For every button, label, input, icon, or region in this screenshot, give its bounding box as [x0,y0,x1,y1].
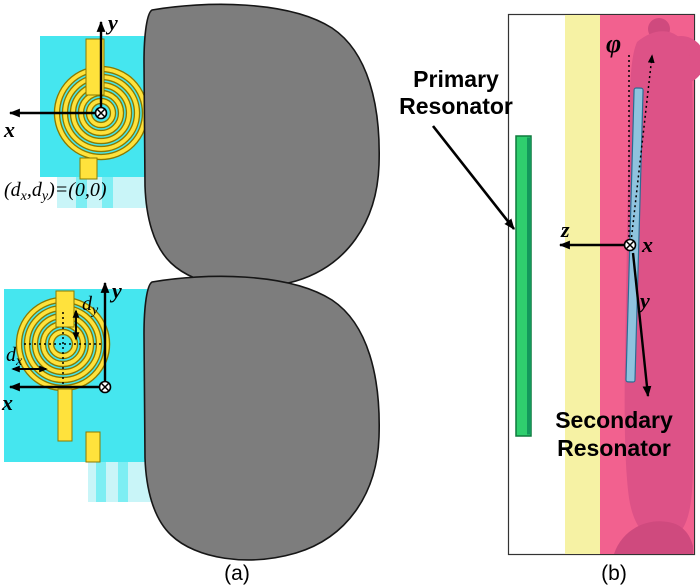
panel-a-caption: (a) [224,562,250,585]
feedstub-top [79,157,98,180]
primary-resonator-pointer-arrow [431,125,516,230]
panel-b-caption: (b) [601,562,627,585]
x-axis-label-bottom: x [1,390,13,415]
subfigure-a-top: y x (dx,dy)=(0,0) [3,3,380,289]
z-axis-label: z [560,217,570,242]
x-axis-label-top: x [3,117,15,142]
feedline-bottom [55,290,75,328]
substrate-bottom-strip2 [118,462,128,502]
substrate-top-strip1 [76,177,87,208]
substrate-bottom-strip1 [96,462,106,502]
secondary-resonator-group [625,87,644,383]
tissue-model-top [143,3,380,289]
feedstub-bottom-2 [85,431,101,463]
y-axis-b [631,252,652,398]
primary-resonator-bar-edge [527,137,531,435]
phantom-dark-region-bottom [614,521,693,554]
primary-resonator-label-line1: Primary [413,66,499,92]
phantom-skin-layer [565,15,600,554]
phi-tilt-line [630,54,655,243]
substrate-top-strip2 [102,177,113,208]
subfigure-a-bottom: y x dy dx [1,275,380,561]
x-axis-label-b: x [641,232,653,257]
tissue-model-bottom [143,275,380,561]
origin-marker-bottom [98,380,112,394]
y-axis-label-bottom: y [109,278,122,303]
origin-marker-top [94,106,108,120]
y-axis-label-b: y [637,288,650,313]
secondary-resonator-label-line1: Secondary [555,407,673,433]
phi-label: φ [606,29,621,58]
subfigure-b: φ z x y Primary Resonator Secondary Reso… [399,13,700,556]
feedline-top [85,38,105,96]
y-axis-label-top: y [105,10,118,35]
primary-resonator-label-line2: Resonator [399,93,513,119]
dy-label: dy [82,293,99,318]
dx-label: dx [6,344,23,369]
offset-label: (dx,dy)=(0,0) [4,179,107,204]
feedstub-bottom-1 [57,388,73,442]
origin-marker-b [623,238,637,252]
secondary-resonator-label-line2: Resonator [557,435,671,461]
secondary-resonator-bar [625,87,644,383]
